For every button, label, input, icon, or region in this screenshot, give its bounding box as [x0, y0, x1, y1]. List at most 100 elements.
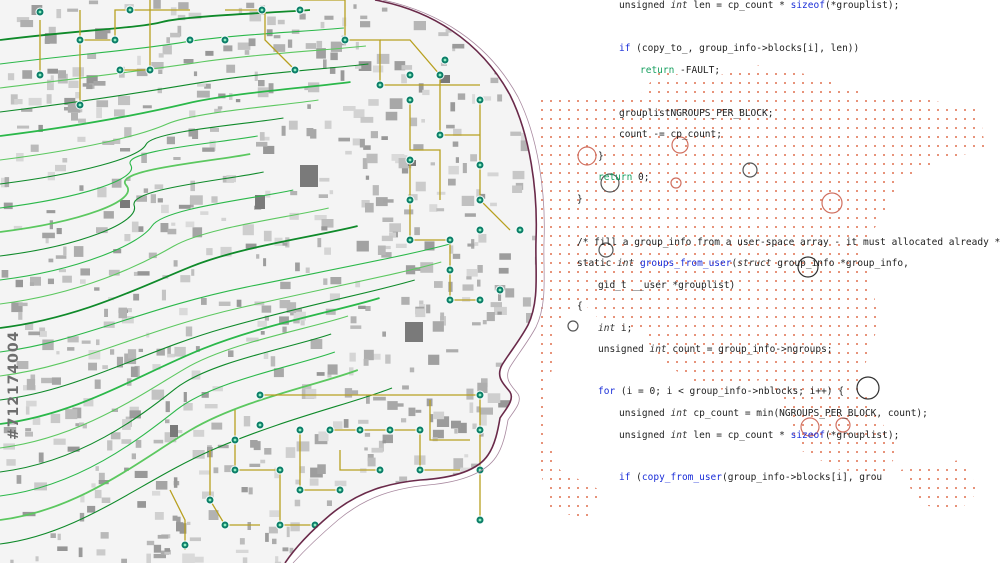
- city-block: [334, 480, 347, 487]
- city-block: [200, 211, 209, 215]
- city-block: [358, 419, 369, 424]
- city-block: [111, 178, 122, 188]
- city-block: [355, 65, 362, 69]
- city-block: [408, 407, 416, 417]
- city-block: [136, 195, 147, 202]
- city-block: [155, 481, 168, 490]
- circuit-node-core: [38, 10, 42, 14]
- city-block: [421, 119, 425, 123]
- city-block: [371, 447, 383, 453]
- city-block: [50, 413, 61, 424]
- city-block: [94, 287, 100, 291]
- city-block: [102, 365, 108, 370]
- city-block: [245, 243, 257, 249]
- city-block: [305, 267, 310, 273]
- city-block: [329, 67, 336, 74]
- city-block: [176, 522, 184, 532]
- city-block: [212, 386, 223, 392]
- city-block: [57, 73, 68, 84]
- circuit-trace: [225, 9, 296, 71]
- city-block: [16, 475, 22, 484]
- city-block: [389, 98, 403, 109]
- city-block: [350, 316, 357, 324]
- circuit-node-core: [448, 238, 452, 242]
- city-block: [358, 61, 372, 71]
- city-block: [3, 202, 13, 210]
- city-block: [135, 226, 144, 232]
- city-block: [102, 140, 115, 145]
- city-block: [382, 434, 393, 444]
- city-block: [472, 322, 481, 326]
- city-block: [217, 106, 223, 110]
- city-block: [436, 191, 446, 195]
- city-block: [378, 440, 384, 452]
- city-block: [355, 280, 361, 288]
- city-block: [448, 165, 459, 175]
- city-block: [338, 137, 350, 142]
- city-block: [114, 109, 125, 117]
- circuit-node-core: [278, 523, 282, 527]
- city-block: [484, 478, 496, 483]
- circuit-trace: [409, 100, 441, 200]
- city-block: [472, 423, 477, 430]
- city-block: [433, 411, 445, 420]
- city-block: [110, 349, 115, 355]
- city-block: [533, 530, 537, 538]
- city-block: [273, 44, 286, 52]
- code-line-10: static int groups_from_user(struct group…: [577, 258, 909, 269]
- city-block: [453, 458, 464, 470]
- city-block: [38, 124, 43, 132]
- city-block: [529, 100, 537, 110]
- city-block: [413, 144, 424, 151]
- city-block: [327, 364, 338, 375]
- circuit-node-core: [518, 228, 522, 232]
- city-block: [396, 547, 405, 552]
- city-block: [329, 528, 340, 534]
- city-block: [118, 307, 127, 319]
- city-block: [237, 42, 251, 50]
- city-block: [182, 553, 195, 563]
- city-block: [448, 178, 456, 186]
- city-block: [279, 300, 291, 309]
- city-block: [261, 305, 272, 313]
- city-block: [58, 70, 66, 79]
- city-block: [472, 94, 476, 104]
- city-block: [364, 432, 371, 437]
- city-block: [356, 240, 369, 252]
- city-block: [474, 242, 479, 246]
- city-block: [226, 64, 236, 73]
- city-block: [158, 53, 164, 58]
- city-block: [436, 416, 450, 427]
- city-block: [188, 12, 202, 20]
- city-block: [365, 175, 370, 180]
- city-block: [98, 480, 109, 485]
- city-block: [279, 316, 289, 325]
- city-block: [458, 422, 467, 434]
- circuit-node-core: [208, 498, 212, 502]
- city-block: [97, 187, 107, 198]
- code-line-2: if (copy_to_, group_info->blocks[i], len…: [619, 43, 860, 54]
- city-block: [532, 235, 537, 241]
- city-block: [235, 99, 241, 103]
- circuit-node-core: [258, 393, 262, 397]
- city-block: [304, 86, 310, 91]
- city-block: [178, 2, 189, 10]
- city-block: [320, 21, 325, 29]
- city-block: [183, 59, 194, 64]
- green-flow-line: [0, 63, 369, 113]
- highlight-circle: [567, 320, 579, 332]
- city-block: [363, 358, 369, 366]
- city-block: [275, 556, 279, 563]
- city-block: [360, 116, 374, 123]
- city-block: [249, 463, 261, 467]
- city-block: [55, 255, 67, 259]
- city-block: [98, 472, 105, 482]
- city-block: [260, 331, 265, 335]
- city-block: [77, 136, 86, 142]
- city-block: [299, 466, 305, 474]
- city-block: [449, 245, 454, 254]
- city-block: [464, 454, 469, 458]
- city-block: [501, 524, 512, 531]
- city-block: [321, 219, 334, 228]
- city-block: [316, 372, 325, 376]
